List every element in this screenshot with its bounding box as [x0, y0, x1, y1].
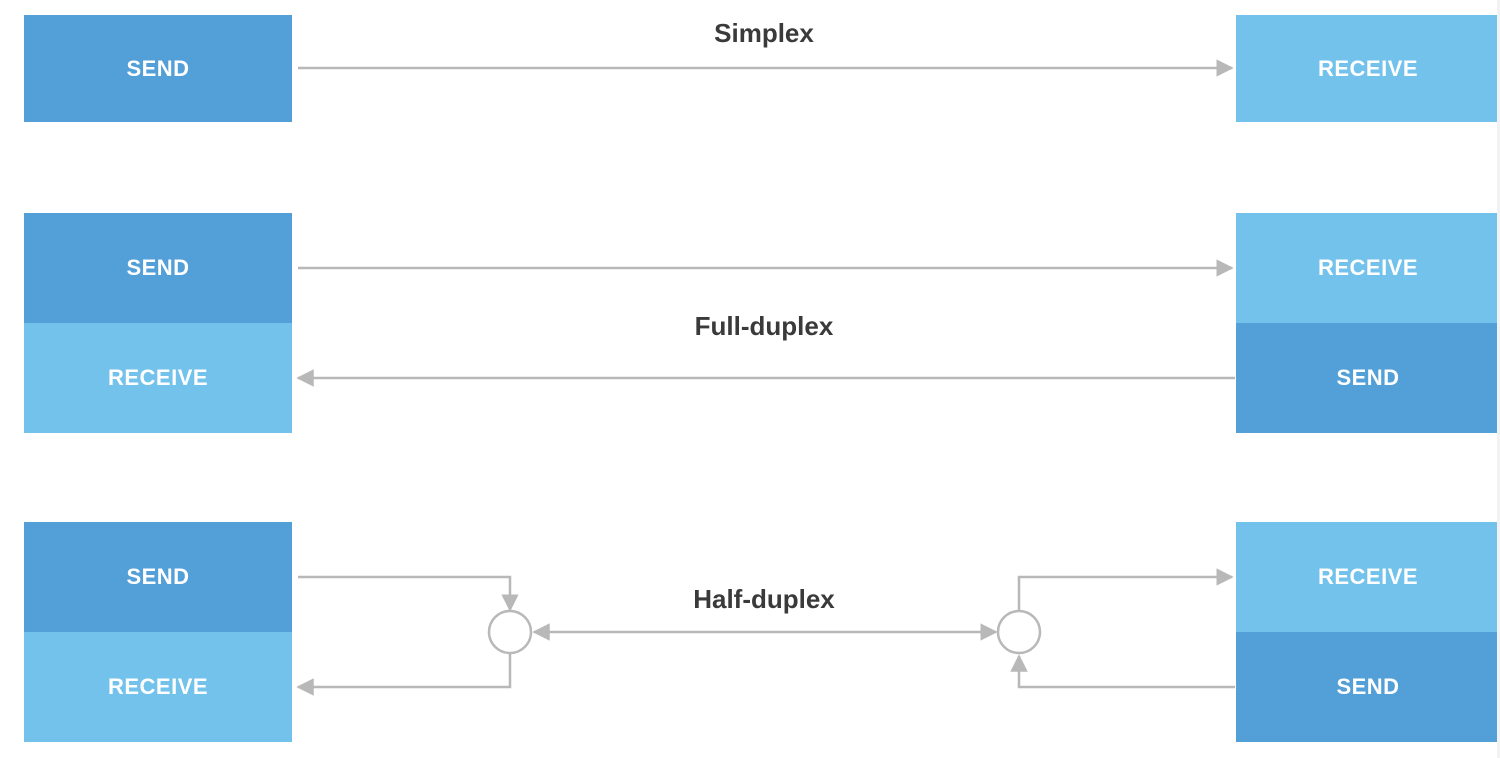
half-duplex-left-send-path [298, 575, 519, 612]
full-duplex-left-send-box: SEND [24, 213, 292, 323]
half-duplex-right-send-path [1010, 654, 1235, 689]
right-edge-divider [1497, 0, 1500, 758]
half-duplex-title: Half-duplex [693, 584, 835, 614]
half-duplex-right-receive-path [1017, 568, 1234, 610]
half-duplex-left-receive-path [296, 654, 512, 696]
half-duplex-left-receive-box: RECEIVE [24, 632, 292, 742]
simplex-receive-box: RECEIVE [1236, 15, 1500, 122]
simplex-send-box: SEND [24, 15, 292, 122]
full-duplex-left-receive-box: RECEIVE [24, 323, 292, 433]
simplex-title: Simplex [714, 18, 814, 48]
half-duplex-right-switch [996, 609, 1042, 655]
half-duplex-left-send-box: SEND [24, 522, 292, 632]
half-duplex-right-send-box: SEND [1236, 632, 1500, 742]
full-duplex-right-receive-box: RECEIVE [1236, 213, 1500, 323]
half-duplex-left-switch [487, 609, 533, 655]
half-duplex-right-receive-box: RECEIVE [1236, 522, 1500, 632]
full-duplex-title: Full-duplex [694, 311, 834, 341]
full-duplex-right-send-box: SEND [1236, 323, 1500, 433]
